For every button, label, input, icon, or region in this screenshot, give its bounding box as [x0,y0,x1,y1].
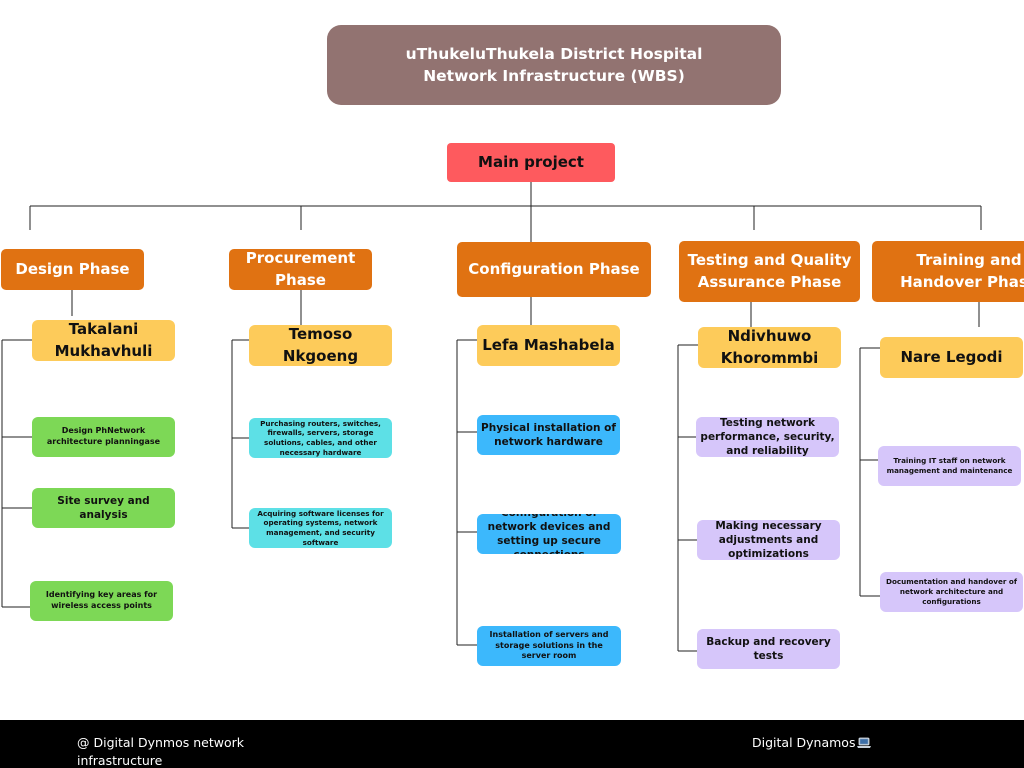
task-configuration-3: Installation of servers and storage solu… [477,626,621,666]
owner-training: Nare Legodi [880,337,1023,378]
main-project-node: Main project [447,143,615,182]
owner-configuration: Lefa Mashabela [477,325,620,366]
task-training-1: Training IT staff on network management … [878,446,1021,486]
task-configuration-2: Configuration of network devices and set… [477,514,621,554]
task-procurement-2: Acquiring software licenses for operatin… [249,508,392,548]
phase-design: Design Phase [1,249,144,290]
phase-procurement: Procurement Phase [229,249,372,290]
owner-procurement: Temoso Nkgoeng [249,325,392,366]
phase-training: Training and Handover Phase [872,241,1024,302]
task-design-1: Design PhNetwork architecture planningas… [32,417,175,457]
owner-testing: Ndivhuwo Khorommbi [698,327,841,368]
task-procurement-1: Purchasing routers, switches, firewalls,… [249,418,392,458]
footer-bar: @ Digital Dynmos network infrastructure … [0,720,1024,768]
task-training-2: Documentation and handover of network ar… [880,572,1023,612]
task-testing-3: Backup and recovery tests [697,629,840,669]
phase-configuration: Configuration Phase [457,242,651,297]
diagram-title: uThukeluThukela District Hospital Networ… [327,25,781,105]
task-design-3: Identifying key areas for wireless acces… [30,581,173,621]
task-design-2: Site survey and analysis [32,488,175,528]
footer-brand: Digital Dynamos [752,734,872,754]
connector-lines [1,182,982,652]
phase-testing: Testing and Quality Assurance Phase [679,241,860,302]
task-testing-2: Making necessary adjustments and optimiz… [697,520,840,560]
laptop-icon [856,736,872,754]
task-testing-1: Testing network performance, security, a… [696,417,839,457]
footer-credit: @ Digital Dynmos network infrastructure [77,735,245,768]
task-configuration-1: Physical installation of network hardwar… [477,415,620,455]
footer-brand-label: Digital Dynamos [752,735,856,750]
owner-design: Takalani Mukhavhuli [32,320,175,361]
